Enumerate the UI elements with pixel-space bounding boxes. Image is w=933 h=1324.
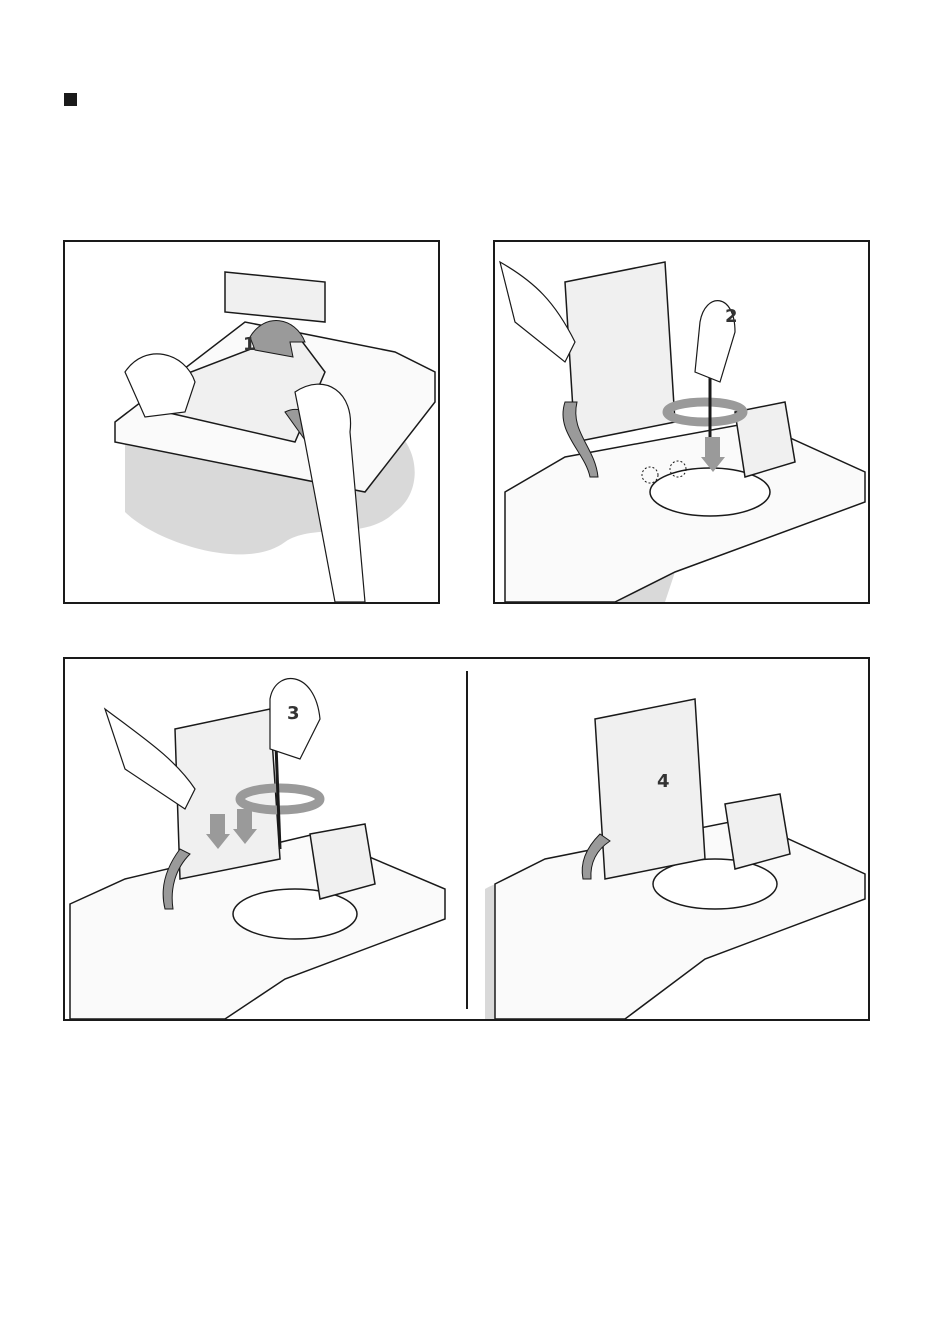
step-3-4-illustration: 3 4 [65,659,868,1019]
left-hand-icon [500,262,575,362]
step-number-2: 2 [725,306,738,327]
step-1-illustration: 1 [65,242,438,602]
step-number-3: 3 [287,703,300,724]
driver-box [565,262,675,442]
plate-opening [233,889,357,939]
plate-opening [653,859,777,909]
driver-box [595,699,705,879]
rotate-arrow [667,402,743,422]
figure-step-1: 1 [63,240,440,604]
figure-step-2: 2 [493,240,870,604]
step-2-illustration: 2 [495,242,868,602]
step-number-1: 1 [243,334,256,355]
step-number-4: 4 [657,771,670,792]
driver-box-top [225,272,325,322]
figure-steps-3-4: 3 4 [63,657,870,1021]
section-bullet [64,93,77,106]
